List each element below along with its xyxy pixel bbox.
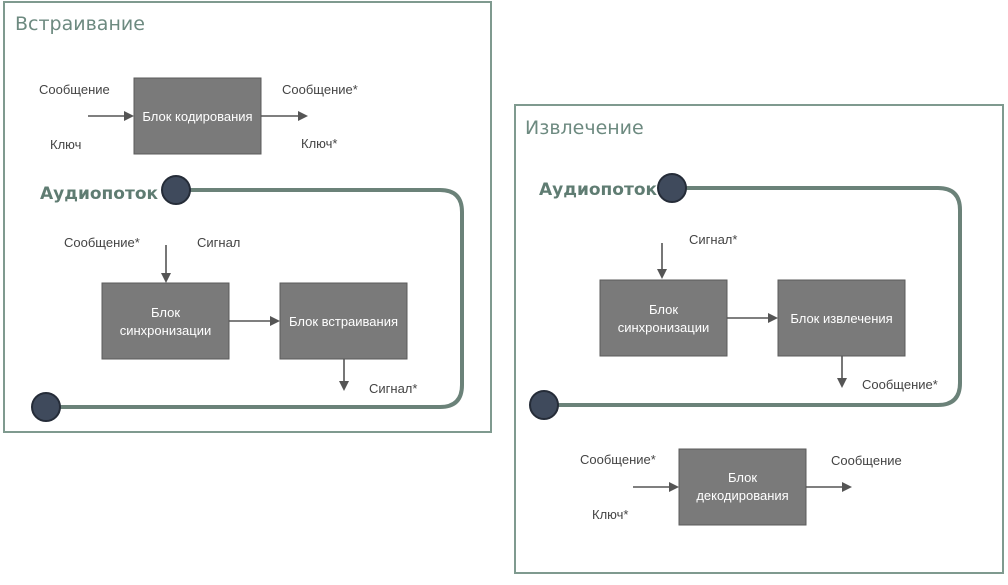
decoding-block: [678, 448, 807, 526]
embedding-title: Встраивание: [15, 13, 145, 35]
embedding-stream-start-node: [161, 175, 191, 205]
extraction-title: Извлечение: [525, 117, 644, 139]
decoding-block-label-line1: Блок: [728, 470, 757, 485]
embedding-audio-stream-label: Аудиопоток: [40, 184, 159, 204]
decoder-input-key-label: Ключ*: [592, 507, 628, 522]
embedding-sync-block: [101, 282, 230, 360]
extraction-block-label: Блок извлечения: [790, 311, 892, 326]
extraction-stream-end-node: [529, 390, 559, 420]
encoder-output-message-label: Сообщение*: [282, 82, 358, 97]
encoder-input-message-label: Сообщение: [39, 82, 110, 97]
encoder-input-key-label: Ключ: [50, 137, 81, 152]
embedding-audio-stream-line: [46, 188, 464, 409]
extraction-sync-block: [599, 279, 728, 357]
encoding-block: [133, 77, 262, 155]
extraction-sync-block-label-line2: синхронизации: [618, 320, 710, 335]
extraction-panel: Извлечение Аудиопоток Сигнал* Блок синхр…: [514, 104, 1004, 574]
sync-input-message-label: Сообщение*: [64, 235, 140, 250]
extraction-audio-stream-label: Аудиопоток: [539, 180, 658, 200]
extraction-audio-stream-line: [544, 186, 962, 407]
embedding-panel: Встраивание Сообщение Ключ Блок кодирова…: [3, 1, 492, 433]
extraction-sync-input-signal-label: Сигнал*: [689, 232, 737, 247]
extract-output-message-label: Сообщение*: [862, 377, 938, 392]
encoder-output-key-label: Ключ*: [301, 136, 337, 151]
embed-output-signal-label: Сигнал*: [369, 381, 417, 396]
extraction-sync-block-label-line1: Блок: [649, 302, 678, 317]
embedding-sync-block-label-line2: синхронизации: [120, 323, 212, 338]
embedding-sync-block-label-line1: Блок: [151, 305, 180, 320]
decoder-output-message-label: Сообщение: [831, 453, 902, 468]
sync-input-signal-label: Сигнал: [197, 235, 240, 250]
embedding-stream-end-node: [31, 392, 61, 422]
embedding-block-label: Блок встраивания: [289, 314, 398, 329]
decoder-input-message-label: Сообщение*: [580, 452, 656, 467]
decoding-block-label-line2: декодирования: [696, 488, 788, 503]
embedding-frame: [3, 1, 492, 433]
extraction-stream-start-node: [657, 173, 687, 203]
encoding-block-label: Блок кодирования: [142, 109, 252, 124]
